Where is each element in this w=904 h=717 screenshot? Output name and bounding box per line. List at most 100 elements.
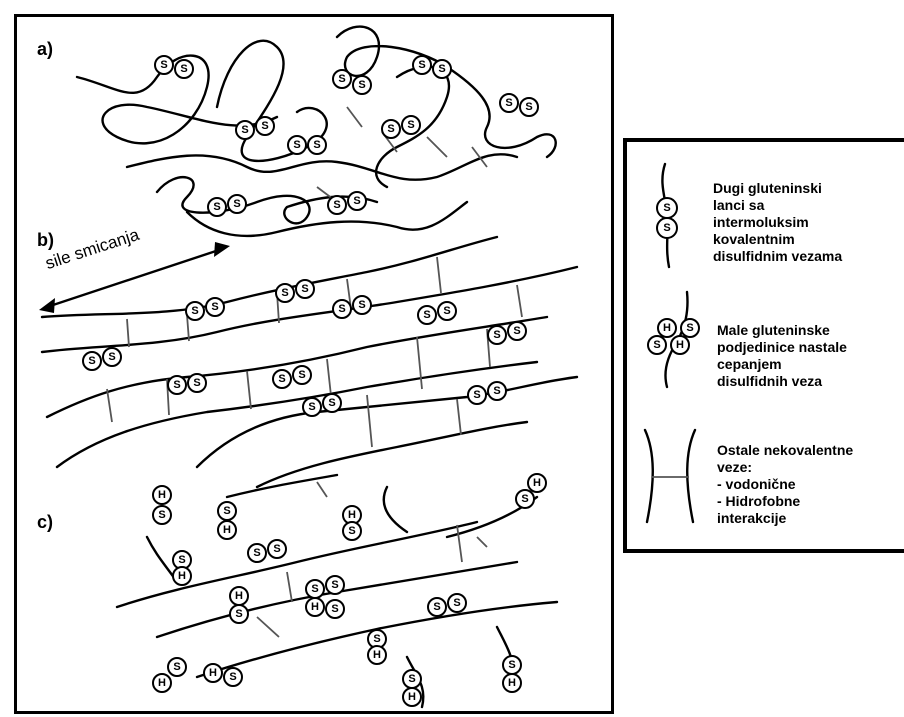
sulfur-atom: S: [488, 382, 506, 400]
sulfur-atom: S: [224, 668, 242, 686]
sulfur-atom: S: [186, 302, 204, 320]
sulfur-atom: S: [206, 298, 224, 316]
sulfur-atom: S: [508, 322, 526, 340]
svg-text:S: S: [331, 579, 338, 591]
sulfur-atom: S: [168, 376, 186, 394]
svg-text:H: H: [235, 590, 243, 602]
svg-text:S: S: [108, 351, 115, 363]
svg-text:S: S: [418, 59, 425, 71]
svg-text:S: S: [473, 389, 480, 401]
svg-text:S: S: [241, 124, 248, 136]
sulfur-atom: S: [188, 374, 206, 392]
sulfur-atom: S: [303, 398, 321, 416]
sulfur-atom: S: [230, 605, 248, 623]
svg-text:S: S: [235, 608, 242, 620]
svg-text:S: S: [387, 123, 394, 135]
svg-text:H: H: [508, 677, 516, 689]
sulfur-atom: S: [500, 94, 518, 112]
svg-text:S: S: [191, 305, 198, 317]
sulfur-atom: S: [293, 366, 311, 384]
svg-text:S: S: [273, 543, 280, 555]
svg-text:S: S: [505, 97, 512, 109]
sulfur-atom: S: [218, 502, 236, 520]
panel-b-chains: [42, 237, 577, 487]
svg-text:S: S: [160, 59, 167, 71]
sulfur-atom: S: [168, 658, 186, 676]
svg-text:S: S: [408, 673, 415, 685]
sulfur-atom: S: [353, 296, 371, 314]
svg-text:S: S: [453, 597, 460, 609]
svg-text:S: S: [311, 583, 318, 595]
svg-text:H: H: [373, 649, 381, 661]
sulfur-atom: S: [268, 540, 286, 558]
svg-text:S: S: [423, 309, 430, 321]
svg-text:S: S: [358, 299, 365, 311]
svg-text:S: S: [173, 379, 180, 391]
sulfur-atom: S: [256, 117, 274, 135]
legend-small-subunits-text: Male gluteninske podjedinice nastale cep…: [717, 322, 847, 390]
hydrogen-atom: H: [368, 646, 386, 664]
svg-text:S: S: [525, 101, 532, 113]
svg-text:H: H: [178, 570, 186, 582]
sulfur-atom: S: [296, 280, 314, 298]
svg-text:H: H: [533, 477, 541, 489]
hydrogen-atom: H: [173, 567, 191, 585]
sulfur-atom: S: [273, 370, 291, 388]
sulfur-atom: S: [657, 218, 677, 238]
panel-b-label: b): [37, 230, 54, 251]
sulfur-atom: S: [428, 598, 446, 616]
svg-text:S: S: [180, 63, 187, 75]
sulfur-atom: S: [333, 70, 351, 88]
sulfur-atom: S: [333, 300, 351, 318]
svg-text:H: H: [158, 677, 166, 689]
svg-text:S: S: [261, 120, 268, 132]
svg-text:S: S: [443, 305, 450, 317]
svg-text:H: H: [676, 339, 684, 351]
sulfur-atom: S: [326, 600, 344, 618]
sulfur-atom: S: [103, 348, 121, 366]
hydrogen-atom: H: [671, 336, 689, 354]
svg-text:S: S: [333, 199, 340, 211]
svg-text:S: S: [508, 659, 515, 671]
svg-text:S: S: [233, 198, 240, 210]
svg-text:S: S: [293, 139, 300, 151]
sulfur-atom: S: [468, 386, 486, 404]
svg-text:S: S: [331, 603, 338, 615]
panel-a-chains: [77, 27, 556, 236]
hydrogen-atom: H: [306, 598, 324, 616]
hydrogen-atom: H: [403, 688, 421, 706]
svg-text:H: H: [311, 601, 319, 613]
svg-text:S: S: [178, 554, 185, 566]
svg-text:S: S: [158, 509, 165, 521]
svg-text:S: S: [358, 79, 365, 91]
sulfur-atom: S: [681, 319, 699, 337]
svg-text:S: S: [663, 202, 670, 214]
svg-text:S: S: [281, 287, 288, 299]
svg-text:H: H: [408, 691, 416, 703]
svg-text:S: S: [521, 493, 528, 505]
sulfur-atom: S: [382, 120, 400, 138]
svg-text:S: S: [663, 222, 670, 234]
hydrogen-atom: H: [658, 319, 676, 337]
sulfur-atom: S: [328, 196, 346, 214]
legend-long-chains-text: Dugi gluteninski lanci sa intermoluksim …: [713, 180, 842, 265]
sulfur-atom: S: [520, 98, 538, 116]
sulfur-atom: S: [503, 656, 521, 674]
svg-text:S: S: [353, 195, 360, 207]
svg-text:S: S: [328, 397, 335, 409]
panel-c-label: c): [37, 512, 53, 533]
sulfur-atom: S: [433, 60, 451, 78]
hydrogen-atom: H: [528, 474, 546, 492]
svg-text:S: S: [513, 325, 520, 337]
sulfur-atom: S: [248, 544, 266, 562]
hydrogen-atom: H: [503, 674, 521, 692]
svg-text:S: S: [407, 119, 414, 131]
svg-text:S: S: [278, 373, 285, 385]
svg-text:H: H: [209, 667, 217, 679]
hydrogen-atom: H: [153, 674, 171, 692]
sulfur-atom: S: [155, 56, 173, 74]
svg-text:S: S: [253, 547, 260, 559]
sulfur-atom: S: [353, 76, 371, 94]
legend-other-bonds-text: Ostale nekovalentne veze: - vodonične - …: [717, 442, 853, 527]
